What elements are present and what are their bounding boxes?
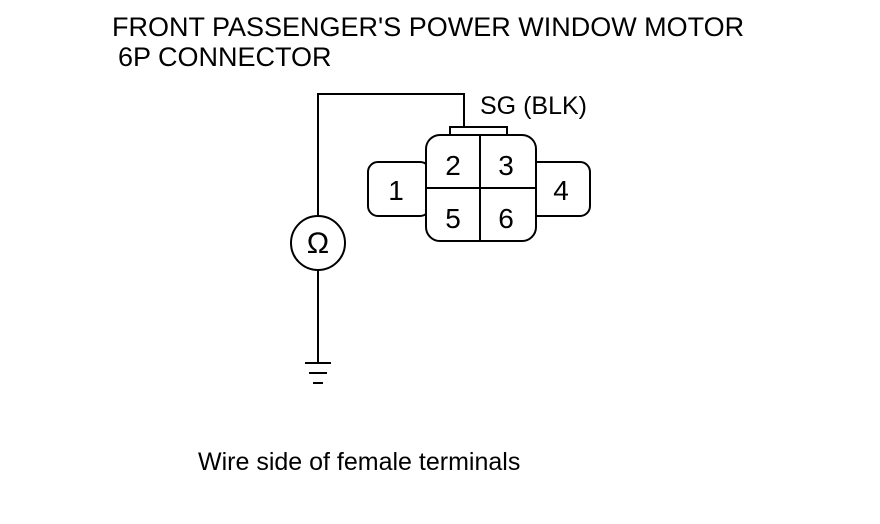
terminal-3-label: 3 bbox=[498, 150, 514, 181]
connector-subtitle: 6P CONNECTOR bbox=[118, 42, 332, 72]
signal-label: SG (BLK) bbox=[480, 92, 587, 120]
terminal-6-label: 6 bbox=[498, 203, 514, 234]
terminal-4-label: 4 bbox=[553, 175, 569, 206]
ohmmeter-symbol: Ω bbox=[307, 227, 329, 260]
ohmmeter-icon bbox=[290, 215, 346, 271]
test-lead-wire bbox=[317, 93, 465, 218]
ground-icon bbox=[305, 362, 331, 384]
connector-6p bbox=[367, 126, 591, 242]
diagram-caption: Wire side of female terminals bbox=[198, 448, 521, 476]
connector-latch bbox=[449, 126, 508, 135]
diagram-title: FRONT PASSENGER'S POWER WINDOW MOTOR bbox=[112, 12, 745, 42]
terminal-5-label: 5 bbox=[445, 203, 461, 234]
terminal-1-label: 1 bbox=[388, 175, 404, 206]
terminal-2-label: 2 bbox=[445, 150, 461, 181]
